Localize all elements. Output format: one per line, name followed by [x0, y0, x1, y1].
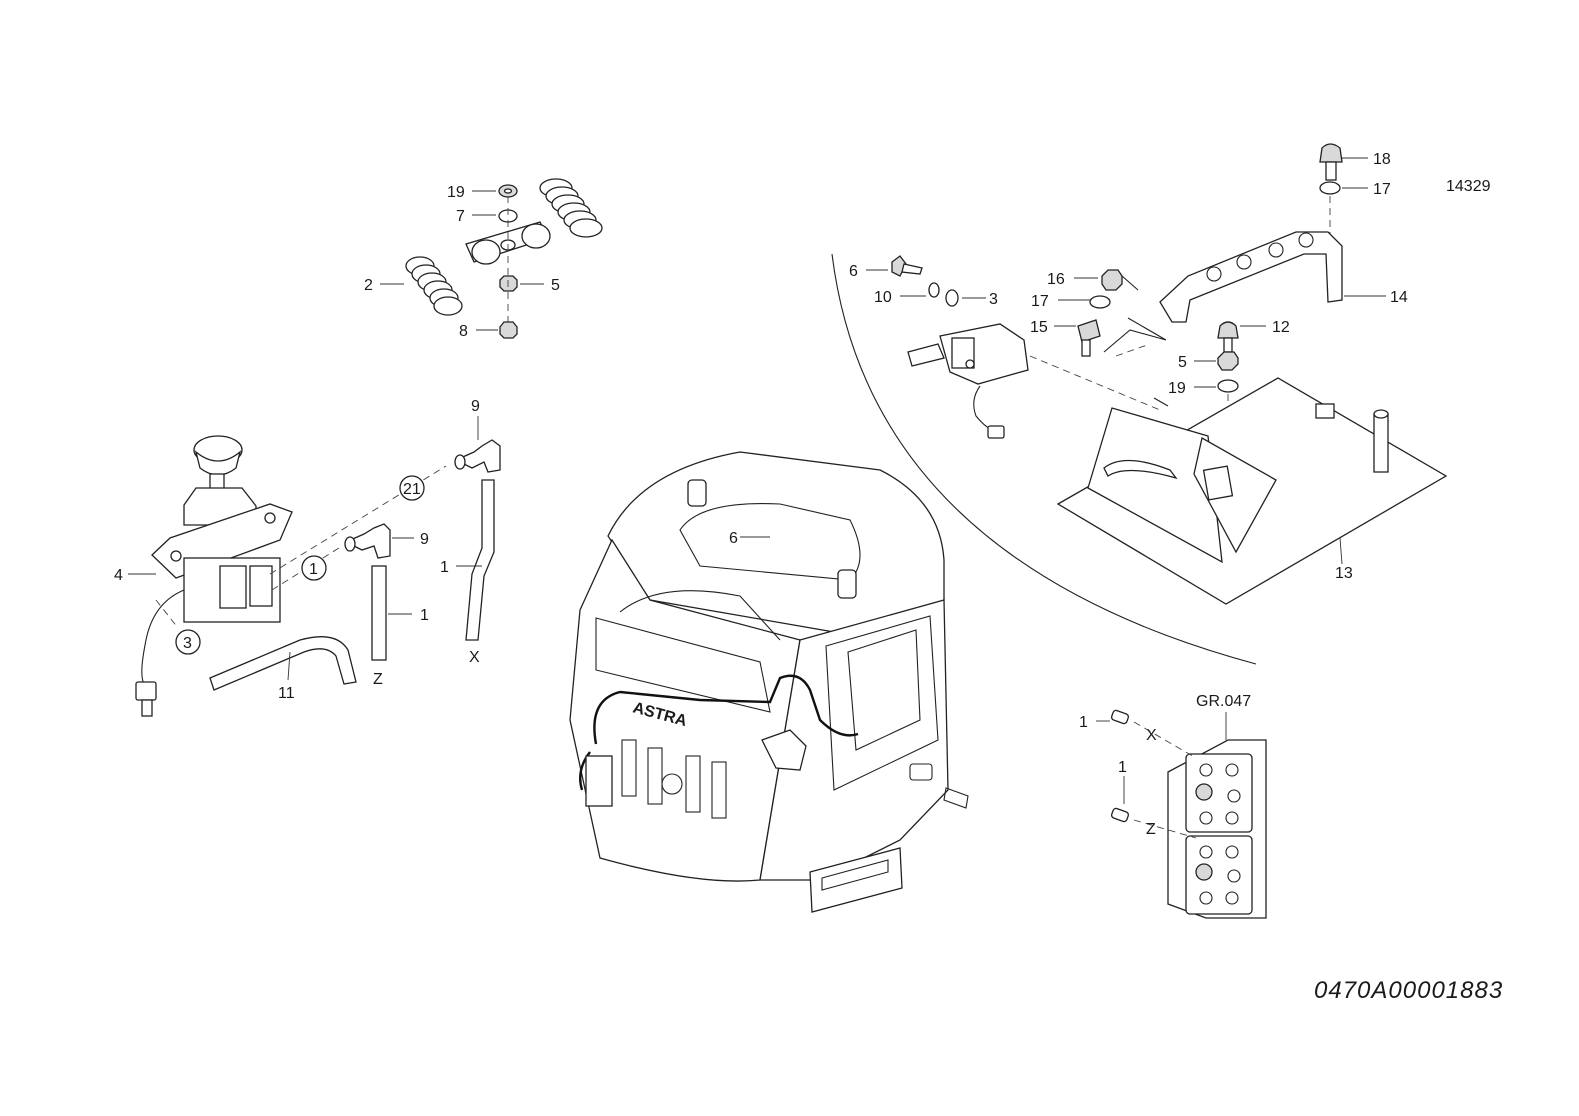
pipe-z-icon: [371, 565, 387, 661]
nut-icon: [1217, 351, 1239, 371]
callout-1-pipe-x: 1: [440, 559, 449, 576]
washer-icon: [1089, 295, 1111, 309]
callout-17-right: 17: [1373, 181, 1391, 198]
group-reference: GR.047: [1196, 693, 1251, 710]
callout-circle-3: [175, 629, 201, 655]
pipe-x-icon: [465, 479, 495, 641]
washer-icon: [928, 282, 940, 298]
callout-16: 16: [1047, 271, 1065, 288]
nut-icon: [499, 275, 518, 292]
beacon-icon: [687, 479, 707, 507]
callout-17-left: 17: [1031, 293, 1049, 310]
document-code: 0470A00001883: [1314, 977, 1503, 1004]
callout-15: 15: [1030, 319, 1048, 336]
cab-valve-icon: [761, 729, 807, 771]
elbow-fitting-upper-icon: [454, 439, 501, 473]
harness-wire: [593, 674, 859, 745]
callout-1-pin-x: 1: [1079, 714, 1088, 731]
pin-icon: [1110, 807, 1130, 823]
callout-2: 2: [364, 277, 373, 294]
callout-6-bolt: 6: [849, 263, 858, 280]
bracket-14-icon: [1159, 231, 1343, 323]
spring-upper-icon: [539, 178, 603, 238]
callout-1-pipe-z: 1: [420, 607, 429, 624]
elbow-fitting-lower-icon: [344, 523, 391, 559]
marker-z: Z: [373, 671, 383, 688]
callout-3-circled: 3: [183, 635, 192, 652]
callout-8: 8: [459, 323, 468, 340]
callout-21: 21: [403, 481, 421, 498]
marker-x-connector: X: [1146, 727, 1157, 744]
truck-cab-illustration: ASTRA 6: [569, 451, 969, 913]
callout-11: 11: [278, 685, 295, 702]
marker-z-connector: Z: [1146, 821, 1156, 838]
spring-assembly: 19 7 2 5 8: [364, 178, 603, 340]
cable-plug-icon: [135, 681, 157, 701]
drawing-id: 14329: [1446, 178, 1491, 195]
cab-connector-icon: [585, 755, 613, 807]
bolt-icon: [1217, 321, 1239, 339]
callout-5: 5: [551, 277, 560, 294]
callout-1-circled: 1: [309, 561, 318, 578]
washer-icon: [1319, 181, 1341, 195]
callout-13: 13: [1335, 565, 1353, 582]
hand-valve-icon: [151, 435, 293, 623]
bolt-icon: [1319, 143, 1343, 163]
callout-3-washer: 3: [989, 291, 998, 308]
bracket-assembly: 6 10 3 16 17 15 18 17 14 12 5 19 13: [831, 143, 1448, 665]
beacon-icon: [837, 569, 857, 599]
callout-9-upper: 9: [471, 398, 480, 415]
callout-10: 10: [874, 289, 892, 306]
nut-icon: [1101, 269, 1123, 291]
pin-icon: [1110, 709, 1130, 725]
plate-stud-icon: [1373, 413, 1389, 473]
callout-5-nut: 5: [1178, 354, 1187, 371]
callout-6-cab: 6: [729, 530, 738, 547]
bolt-icon: [1077, 319, 1101, 343]
washer-icon: [1217, 379, 1239, 393]
callout-circle-1: [301, 555, 327, 581]
callout-1-pin-z: 1: [1118, 759, 1127, 776]
marker-x: X: [469, 649, 480, 666]
cab-side: [759, 599, 949, 881]
spring-lower-icon: [405, 256, 463, 316]
callout-9-lower: 9: [420, 531, 429, 548]
callout-18: 18: [1373, 151, 1391, 168]
callout-7: 7: [456, 208, 465, 225]
callout-19-washer: 19: [1168, 380, 1186, 397]
bracket-valve-icon: [907, 323, 1029, 439]
callout-14: 14: [1390, 289, 1408, 306]
callout-12: 12: [1272, 319, 1290, 336]
plate-nut-icon: [1315, 403, 1335, 419]
valve-cable: [141, 589, 185, 685]
nut-icon: [499, 321, 518, 339]
callout-19: 19: [447, 184, 465, 201]
callout-4: 4: [114, 567, 123, 584]
washer-icon: [945, 289, 959, 307]
detail-boundary-arc: [831, 253, 1257, 665]
connector-block-assembly: GR.047 1 X 1 Z: [1079, 693, 1267, 919]
lever-valve-assembly: 21 1 3 4 9 9 1 1 11 Z X: [114, 398, 501, 717]
callout-circle-21: [399, 475, 425, 501]
pipe-bent-icon: [209, 636, 357, 691]
